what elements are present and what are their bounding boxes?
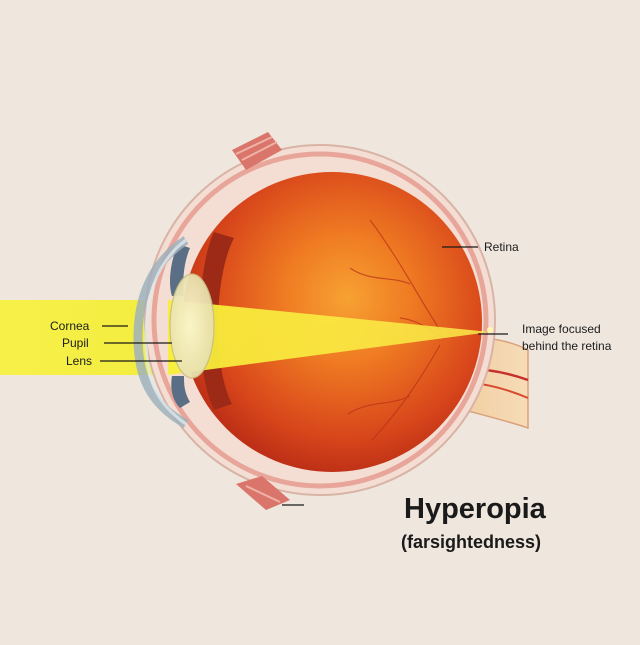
focal-point	[487, 327, 493, 333]
focus-label-line1: Image focused	[522, 322, 601, 336]
upper-eye-muscle	[232, 132, 282, 170]
diagram-title: Hyperopia	[404, 493, 546, 525]
light-cone	[168, 300, 490, 375]
lens-label: Lens	[66, 354, 93, 368]
cornea-label: Cornea	[50, 319, 90, 333]
choroid-layer	[151, 151, 489, 489]
retina-label: Retina	[484, 240, 519, 254]
iris	[170, 244, 190, 296]
focus-label: Image focused behind the retina	[522, 321, 611, 355]
cornea	[133, 236, 189, 428]
pupil-label: Pupil	[62, 336, 89, 350]
diagram-subtitle: (farsightedness)	[401, 532, 542, 552]
lens	[169, 273, 215, 379]
focus-label-line2: behind the retina	[522, 339, 612, 353]
